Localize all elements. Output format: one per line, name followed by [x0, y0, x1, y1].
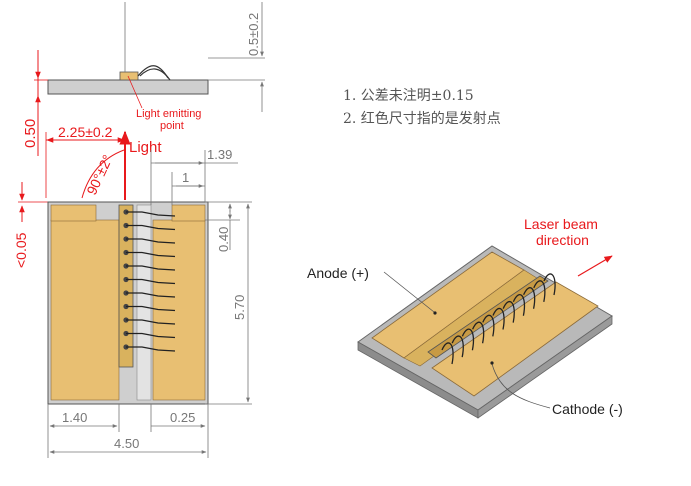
note-1: 1. 公差未注明±0.15 [343, 88, 474, 104]
iso-bond-wire [441, 342, 454, 365]
iso-bond-wire [472, 321, 485, 344]
dim-side-height: 0.5±0.2 [246, 13, 261, 56]
iso-bond-wire [451, 335, 464, 358]
bond-wire [126, 224, 176, 231]
dim-height: 5.70 [232, 295, 247, 320]
dim-0-50: 0.50 [22, 50, 48, 156]
bond-wire [126, 278, 176, 285]
bond-wire [126, 292, 176, 298]
iso-bond-wire [502, 300, 515, 323]
dim-edge-tol: <0.05 [13, 182, 48, 268]
iso-bond-wire [523, 287, 536, 309]
iso-bond-wire [512, 294, 526, 316]
laser-beam-arrow: Laser beam direction [524, 216, 613, 277]
dim-total-width: 4.50 [114, 436, 139, 451]
dim-top-gap: 0.40 [216, 227, 231, 252]
side-view: 0.5±0.2 [47, 2, 265, 112]
dim-emitter-height: 0.50 [22, 119, 39, 148]
iso-bond-wire [461, 328, 475, 351]
bond-wire [126, 238, 176, 244]
dim-emitter-offset: 2.25±0.2 [58, 124, 113, 140]
iso-bond-wire [482, 314, 495, 337]
dim-right-gap: 0.25 [170, 410, 195, 425]
iso-bond-wire [533, 280, 546, 303]
iso-bond-wire [492, 307, 505, 330]
dim-beam-angle: 90°±2° [83, 152, 115, 197]
light-emitting-text-2: point [160, 120, 184, 132]
light-label: Light [129, 139, 162, 156]
dim-1-39: 1.39 [207, 147, 232, 162]
laser-beam-text-2: direction [536, 232, 589, 248]
anode-callout: Anode (+) [307, 265, 437, 315]
bond-wire [126, 332, 176, 339]
iso-view [357, 245, 613, 419]
bond-wire [126, 265, 176, 271]
bond-wire [126, 346, 176, 352]
dim-1: 1 [182, 170, 189, 185]
iso-bond-wire [543, 273, 556, 296]
bond-wire [126, 211, 176, 217]
top-view [47, 201, 209, 405]
light-emitting-text-1: Light emitting [136, 108, 201, 120]
dim-left-width: 1.40 [62, 410, 87, 425]
notes: 1. 公差未注明±0.15 2. 红色尺寸指的是发射点 [343, 88, 501, 127]
cathode-label: Cathode (-) [552, 401, 623, 417]
iso-bond-wires [441, 273, 556, 365]
light-emitting-point-label: Light emitting point [127, 75, 201, 132]
anode-label: Anode (+) [307, 265, 369, 281]
note-2: 2. 红色尺寸指的是发射点 [343, 110, 501, 127]
bond-wire [126, 251, 176, 258]
bond-wires [123, 209, 176, 352]
cathode-callout: Cathode (-) [490, 361, 623, 417]
top-view-dims: 1.39 1 0.40 5.70 1.40 0.25 4.50 [47, 147, 252, 458]
laser-beam-text-1: Laser beam [524, 216, 598, 232]
dim-2-25: 2.25±0.2 [45, 124, 125, 198]
dim-angle: 90°±2° [81, 149, 125, 199]
dim-edge-tolerance: <0.05 [13, 232, 29, 268]
light-arrow: Light [119, 130, 162, 200]
bond-wire [126, 305, 176, 312]
bond-wire [126, 319, 176, 325]
